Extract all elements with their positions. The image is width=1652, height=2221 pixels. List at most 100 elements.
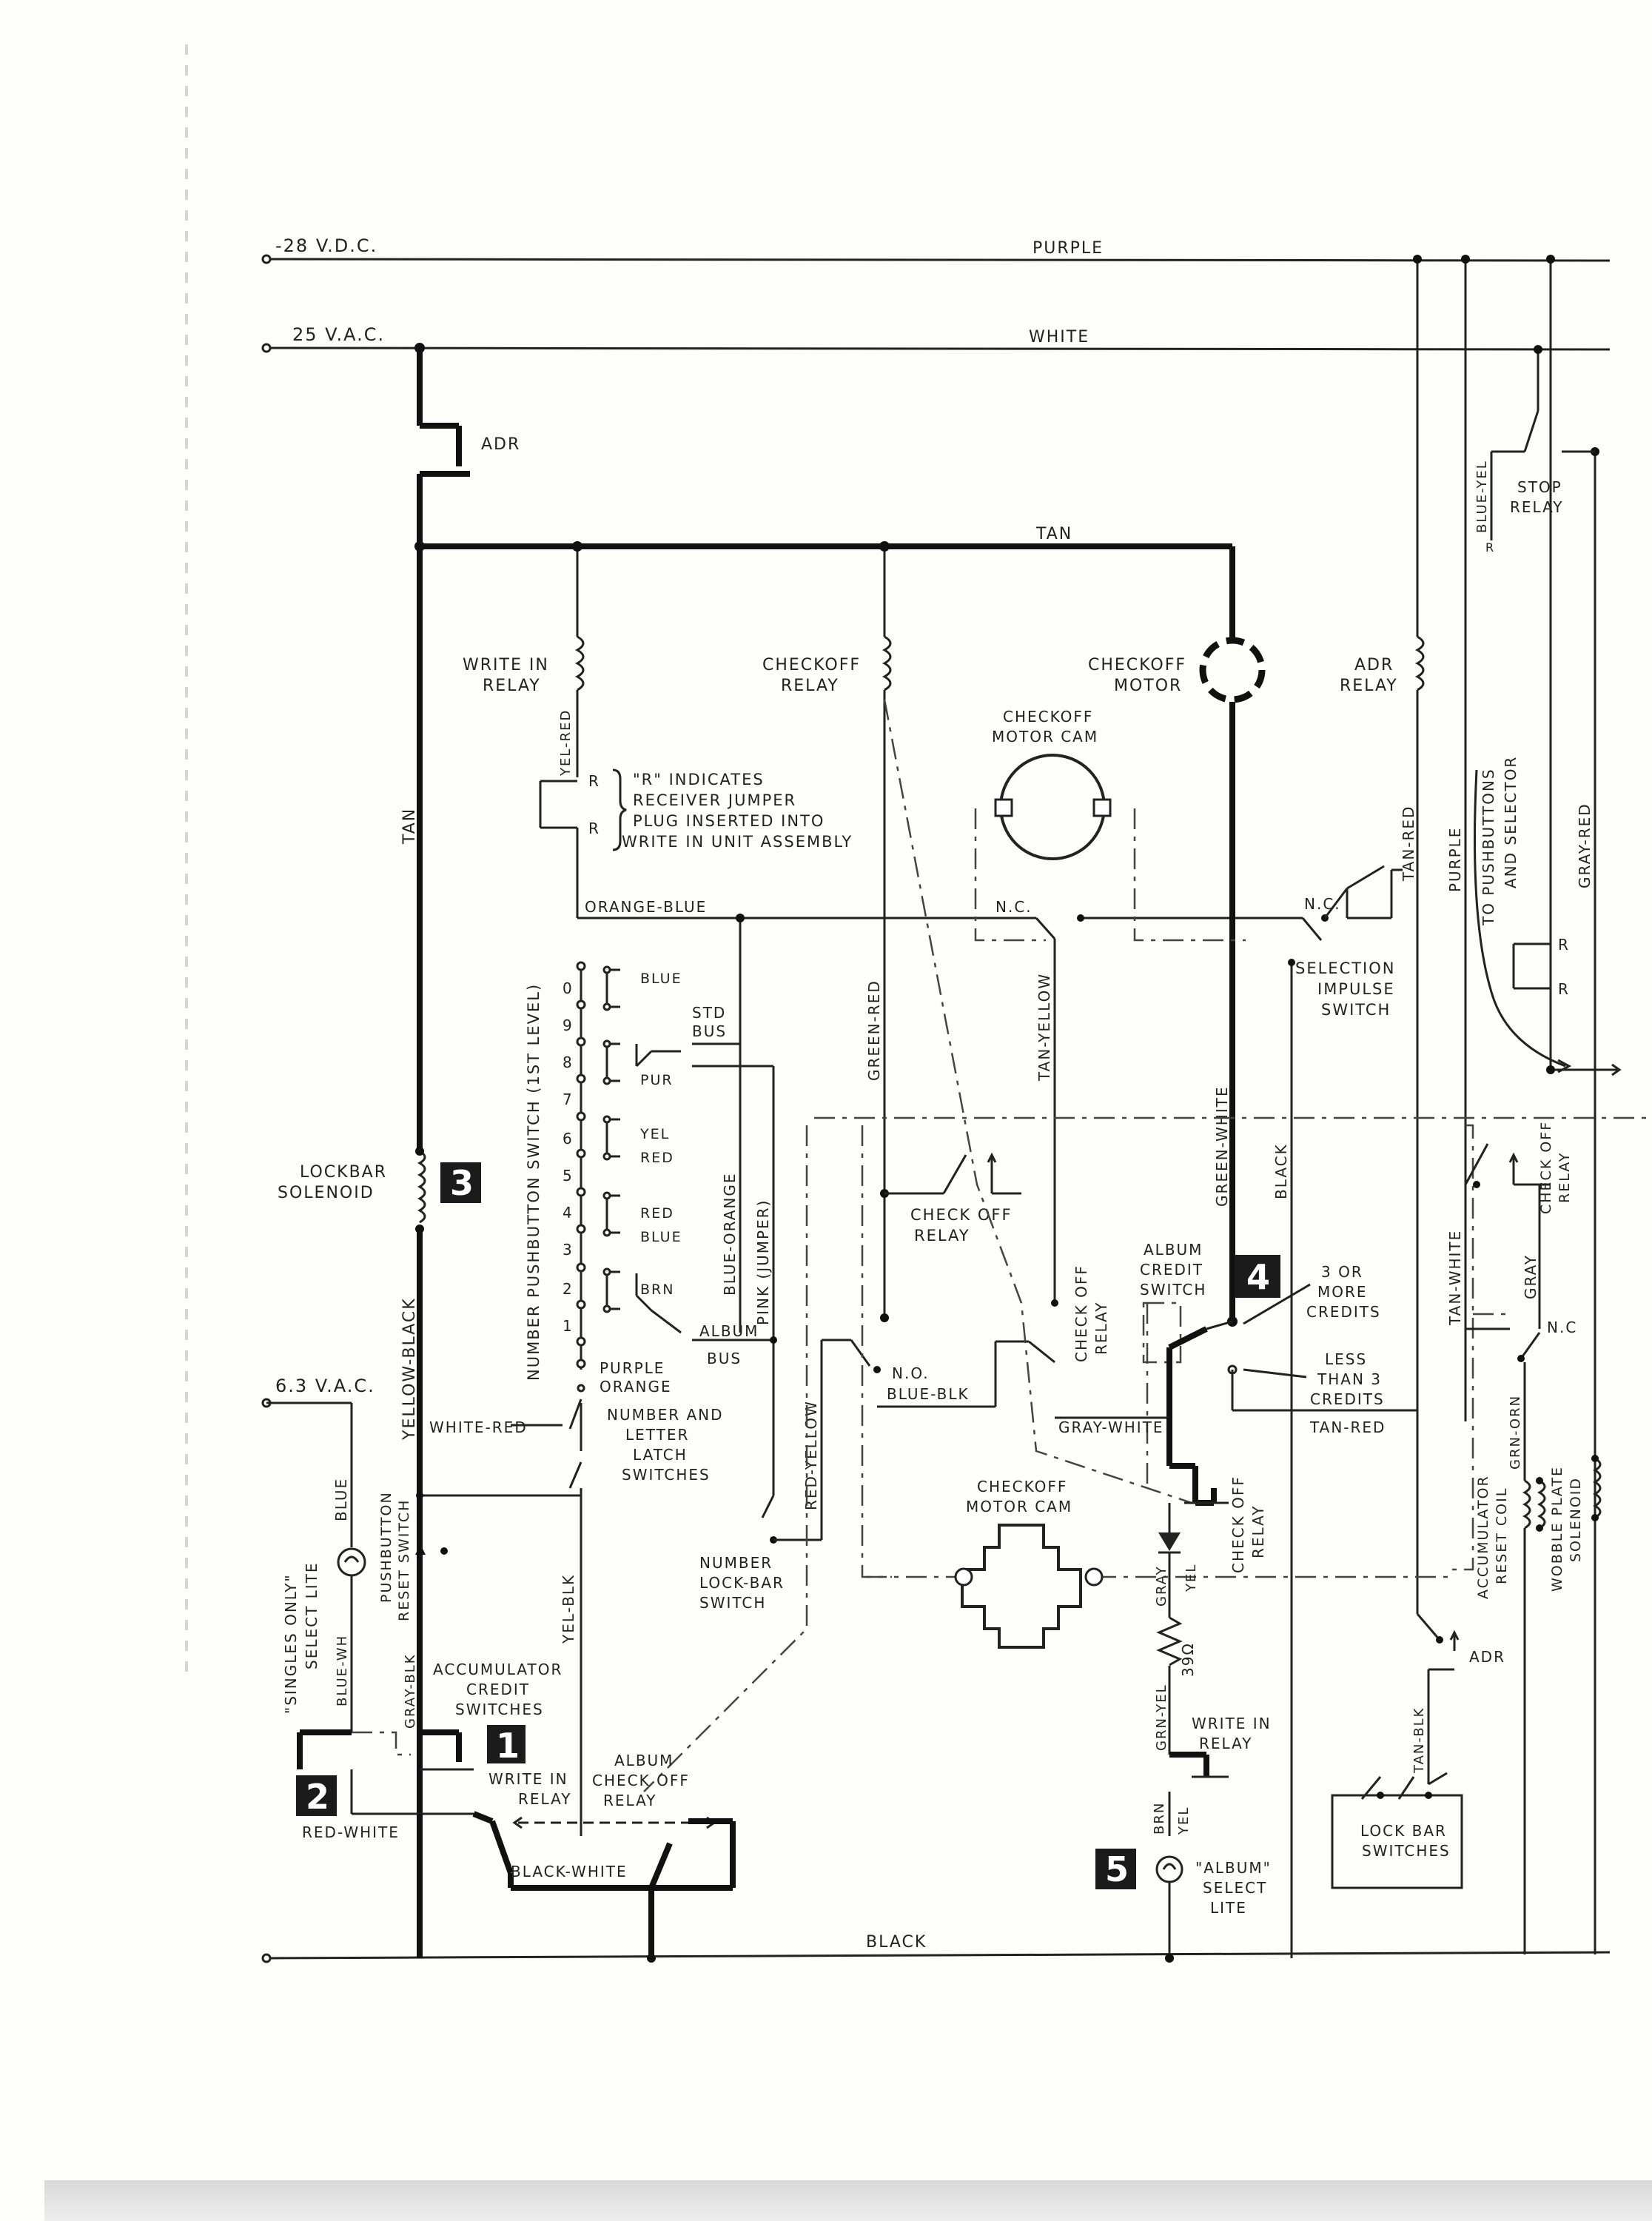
ac25-rail-label: 25 V.A.C. — [292, 324, 385, 345]
pushbutton-contacts — [576, 961, 586, 1369]
callout-4-text: 4 — [1246, 1257, 1270, 1297]
callout-5-text: 5 — [1105, 1849, 1129, 1889]
lockbar-switch-2: LOCK-BAR — [699, 1574, 785, 1592]
adr-low-label: ADR — [1469, 1648, 1505, 1666]
callout-badge-1: 1 — [487, 1725, 526, 1766]
no-label: N.O. — [892, 1364, 930, 1382]
wire-yellow-black: YELLOW-BLACK — [400, 1297, 419, 1441]
album-checkoff-relay-2: CHECK OFF — [592, 1772, 690, 1789]
album-credit-switch: ALBUM CREDIT SWITCH 3 OR MORE CREDITS LE… — [1055, 1241, 1417, 1503]
accumulator-coil-2: RESET COIL — [1494, 1487, 1510, 1584]
singles-lite-1: "SINGLES ONLY" — [282, 1573, 300, 1714]
wire-blue-orange: BLUE-ORANGE — [721, 1172, 739, 1296]
write-in-relay: WRITE IN RELAY YEL-RED R R "R" INDICATES… — [463, 635, 853, 918]
digit-5: 5 — [563, 1167, 574, 1185]
singles-lite-branch: BLUE BLUE-WH "SINGLES ONLY" SELECT LITE … — [266, 1401, 561, 1841]
scan-binding-edge — [185, 44, 188, 1673]
tag-yel: YEL — [639, 1126, 670, 1142]
stop-relay: BLUE-YEL R STOP RELAY — [1474, 345, 1595, 555]
check-off-relay-right-2: RELAY — [1249, 1505, 1267, 1558]
tag-red-1: RED — [640, 1150, 674, 1166]
wire-green-red: GREEN-RED — [865, 979, 883, 1081]
wire-yel-blk: YEL-BLK — [560, 1574, 577, 1644]
checkoff-relay-top-label-2: RELAY — [781, 677, 839, 695]
check-off-relay-vert-1: CHECK OFF — [1072, 1264, 1090, 1362]
mechanical-linkages — [643, 699, 1652, 1792]
wire-black-bottom: BLACK — [866, 1933, 927, 1952]
right-lower-branch: CHECK OFF RELAY TAN-WHITE GRAY N.C GRN-O… — [1411, 1121, 1602, 1954]
pushbutton-forks — [602, 965, 620, 1313]
callout-3-text: 3 — [450, 1163, 474, 1203]
singles-lite-2: SELECT LITE — [303, 1561, 320, 1669]
wire-yel-red: YEL-RED — [558, 709, 574, 777]
wire-blue-wh: BLUE-WH — [335, 1635, 350, 1706]
tag-red-2: RED — [640, 1205, 674, 1222]
lock-bar-switches-1: LOCK BAR — [1360, 1822, 1447, 1840]
lockbar-switch-1: NUMBER — [699, 1554, 773, 1572]
callout-badge-5: 5 — [1095, 1849, 1136, 1889]
stop-relay-label-2: RELAY — [1510, 498, 1563, 516]
less-credits-3: CREDITS — [1310, 1390, 1385, 1408]
write-in-relay-label-1: WRITE IN — [463, 656, 549, 674]
album-lite-2: SELECT — [1203, 1879, 1267, 1897]
accumulator-switches-3: SWITCHES — [455, 1701, 544, 1718]
latch-switches-2: LETTER — [625, 1426, 689, 1444]
selection-impulse-label-1: SELECTION — [1295, 959, 1396, 977]
wire-black-white: BLACK-WHITE — [511, 1863, 628, 1880]
digit-9: 9 — [563, 1016, 574, 1034]
std-bus-1: STD — [692, 1004, 726, 1022]
wire-black-vert: BLACK — [1272, 1143, 1290, 1199]
resistor-label: 39Ω — [1179, 1642, 1197, 1677]
tag-blue: BLUE — [640, 971, 682, 987]
blue-yel-label: BLUE-YEL — [1474, 460, 1490, 533]
dc-rail-label: -28 V.D.C. — [275, 235, 377, 256]
lock-bar-switches-2: SWITCHES — [1362, 1842, 1451, 1860]
tag-brn: BRN — [640, 1282, 674, 1298]
pushbutton-reset-2: RESET SWITCH — [396, 1499, 412, 1621]
power-rails: -28 V.D.C. 25 V.A.C. 6.3 V.A.C. PURPLE W… — [261, 235, 1611, 1963]
wobble-solenoid-2: SOLENOID — [1568, 1477, 1584, 1562]
write-in-relay-bottom-2: RELAY — [518, 1790, 571, 1808]
digit-3: 3 — [563, 1241, 574, 1259]
three-credits-1: 3 OR — [1321, 1263, 1363, 1281]
wire-blue: BLUE — [332, 1478, 350, 1521]
cam-top-label-2: MOTOR CAM — [992, 728, 1098, 746]
to-pushbuttons-2: AND SELECTOR — [1502, 756, 1520, 888]
pushbutton-reset-1: PUSHBUTTON — [378, 1491, 394, 1603]
std-bus-2: BUS — [692, 1022, 727, 1040]
checkoff-motor: CHECKOFF MOTOR GREEN-WHITE — [1088, 637, 1266, 1327]
wire-brn: BRN — [1152, 1802, 1167, 1835]
jumper-note-3: PLUG INSERTED INTO — [633, 812, 825, 830]
wire-tan-red-top: TAN-RED — [1400, 805, 1417, 882]
adr-relay-label-1: ADR — [1354, 656, 1394, 674]
jumper-note-4: WRITE IN UNIT ASSEMBLY — [622, 833, 853, 851]
wire-pink-jumper: PINK (JUMPER) — [754, 1199, 772, 1325]
digit-0: 0 — [563, 979, 574, 997]
accumulator-coil-1: ACCUMULATOR — [1475, 1475, 1491, 1599]
check-off-relay-mid-1: CHECK OFF — [910, 1206, 1013, 1224]
callout-2-text: 2 — [306, 1777, 329, 1817]
r-mark-4: R — [1558, 980, 1570, 998]
wire-grn-orn: GRN-ORN — [1508, 1395, 1523, 1470]
nc-label-1: N.C. — [995, 898, 1032, 916]
wire-red-yellow: RED-YELLOW — [802, 1400, 820, 1510]
page-bottom-edge — [44, 2180, 1652, 2221]
wobble-solenoid-1: WOBBLE PLATE — [1549, 1466, 1565, 1592]
lockbar-solenoid-label-1: LOCKBAR — [300, 1163, 387, 1182]
wire-yel-lamp: YEL — [1176, 1806, 1192, 1835]
accumulator-switches-2: CREDIT — [466, 1681, 530, 1698]
wire-tan-white: TAN-WHITE — [1446, 1230, 1464, 1326]
wire-tan-mid: TAN — [1035, 525, 1072, 543]
album-credit-2: CREDIT — [1140, 1261, 1203, 1279]
album-lamp-branch: CHECK OFF RELAY GRAY YEL 39Ω GRN-YEL WRI… — [1152, 1475, 1270, 1963]
adr-relay-right: ADR RELAY PURPLE TO PUSHBUTTONS AND SELE… — [1340, 255, 1622, 1954]
digit-6: 6 — [563, 1130, 574, 1148]
three-credits-3: CREDITS — [1306, 1303, 1381, 1321]
check-off-relay-mid-2: RELAY — [914, 1227, 970, 1245]
purple-orange-1: PURPLE — [600, 1359, 665, 1377]
wire-tan-red-low: TAN-RED — [1309, 1418, 1386, 1436]
cam-low-label-2: MOTOR CAM — [966, 1498, 1072, 1515]
nc-right-label: N.C — [1547, 1319, 1577, 1336]
callout-badge-4: 4 — [1235, 1255, 1280, 1298]
album-bus-2: BUS — [707, 1350, 742, 1367]
